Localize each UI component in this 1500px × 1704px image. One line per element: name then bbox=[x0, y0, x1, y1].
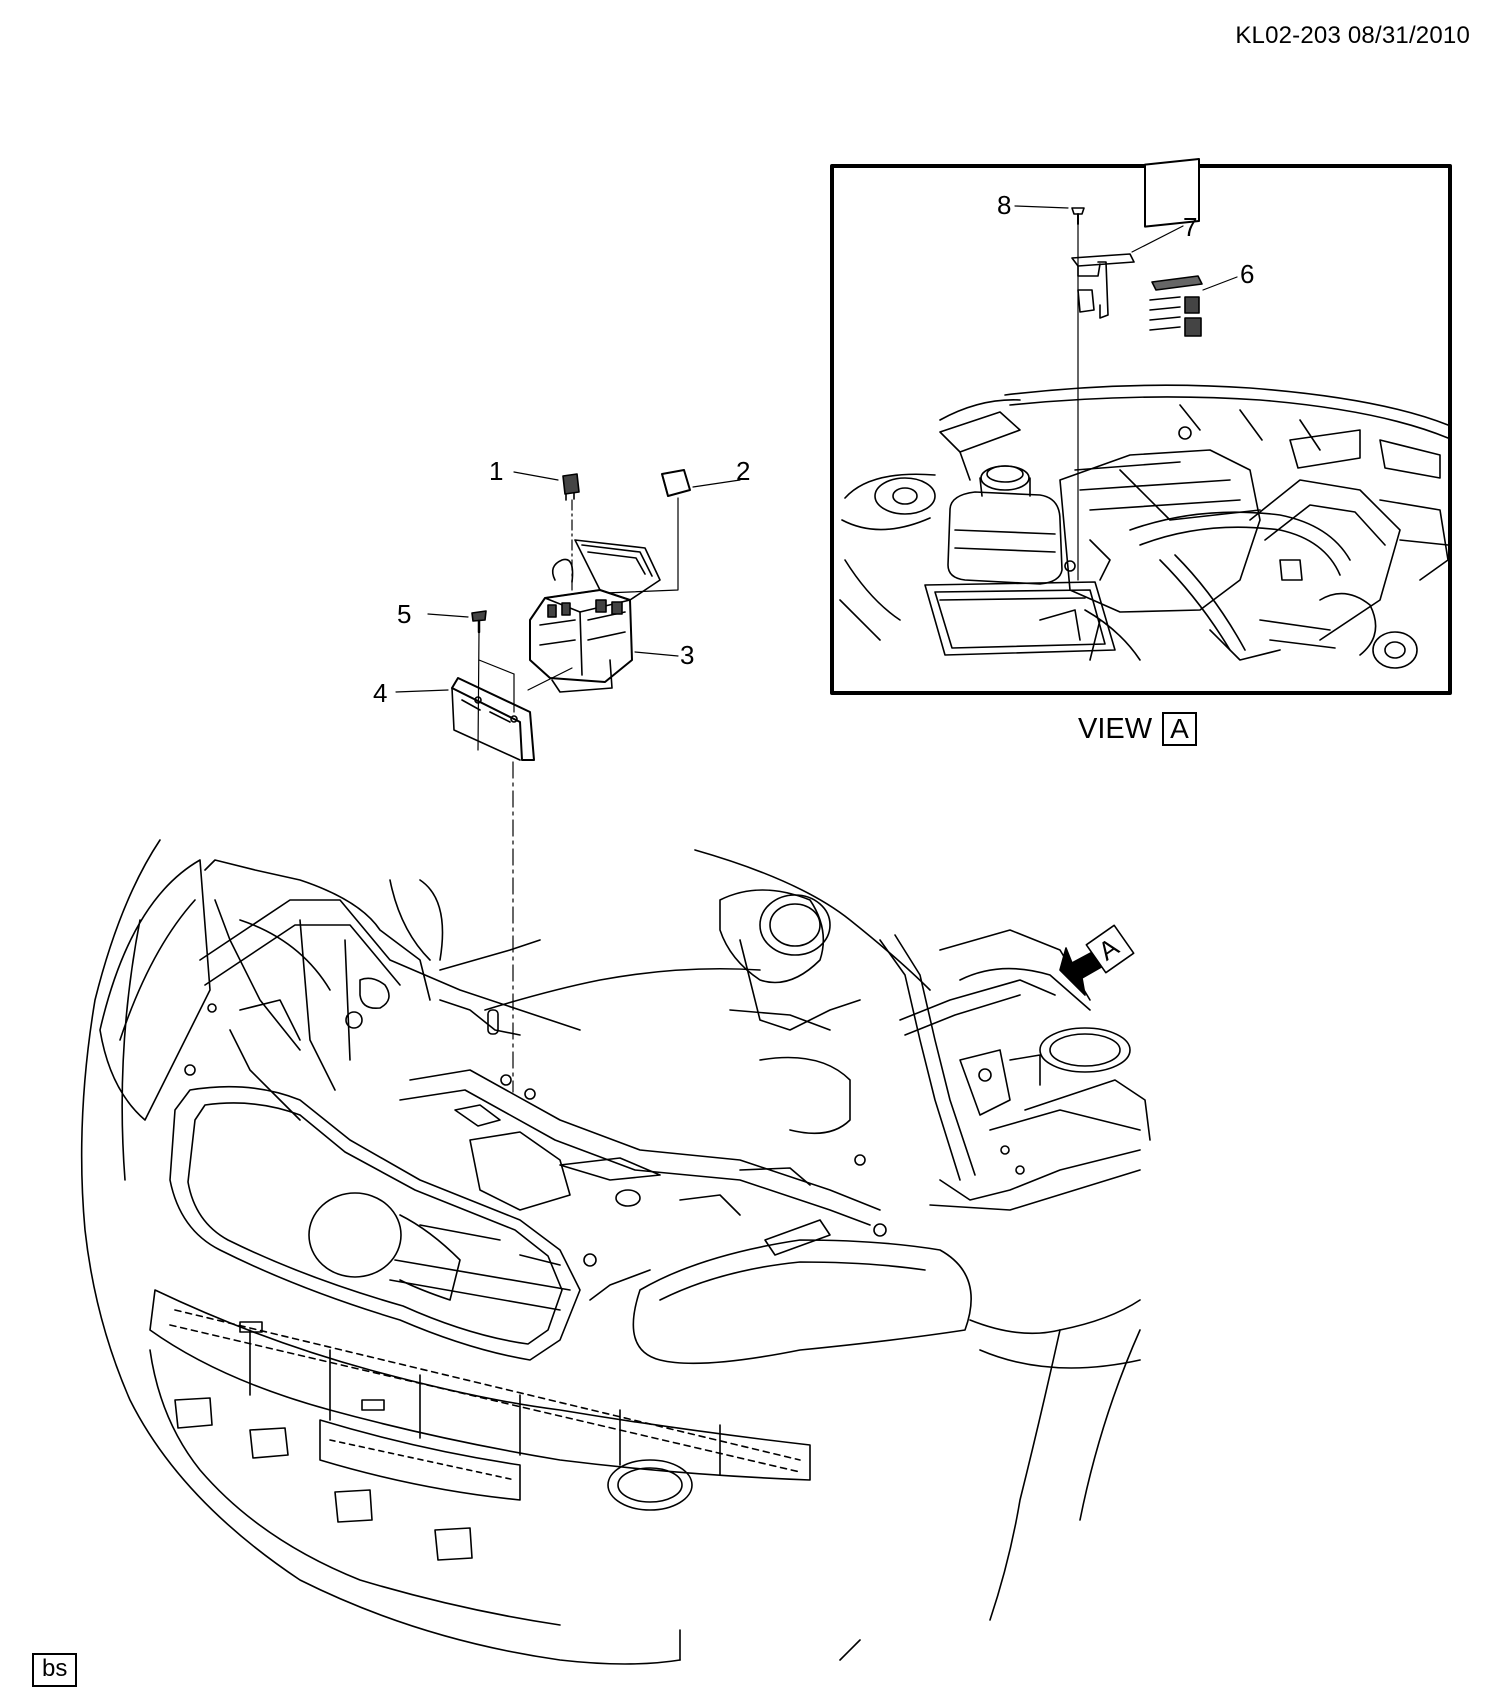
view-word: VIEW bbox=[1078, 712, 1153, 745]
drawing-id: KL02-203 08/31/2010 bbox=[1235, 22, 1470, 49]
view-letter-box: A bbox=[1162, 712, 1197, 746]
callout-1: 1 bbox=[489, 456, 504, 486]
corner-tag: bs bbox=[32, 1653, 78, 1688]
view-a-frame bbox=[832, 166, 1450, 693]
view-a-caption: VIEW A bbox=[1078, 712, 1197, 746]
exploded-parts bbox=[396, 470, 740, 1092]
callout-8: 8 bbox=[997, 190, 1012, 220]
callout-2: 2 bbox=[736, 456, 751, 486]
callout-7: 7 bbox=[1183, 212, 1198, 242]
view-a-engine-bay-illustration bbox=[840, 385, 1448, 668]
callout-5: 5 bbox=[397, 599, 412, 629]
view-a-arrow bbox=[1060, 925, 1134, 995]
vehicle-front-illustration bbox=[82, 840, 1150, 1664]
callout-4: 4 bbox=[373, 678, 388, 708]
callout-6: 6 bbox=[1240, 259, 1255, 289]
callout-3: 3 bbox=[680, 640, 695, 670]
view-a-parts bbox=[1015, 159, 1237, 580]
